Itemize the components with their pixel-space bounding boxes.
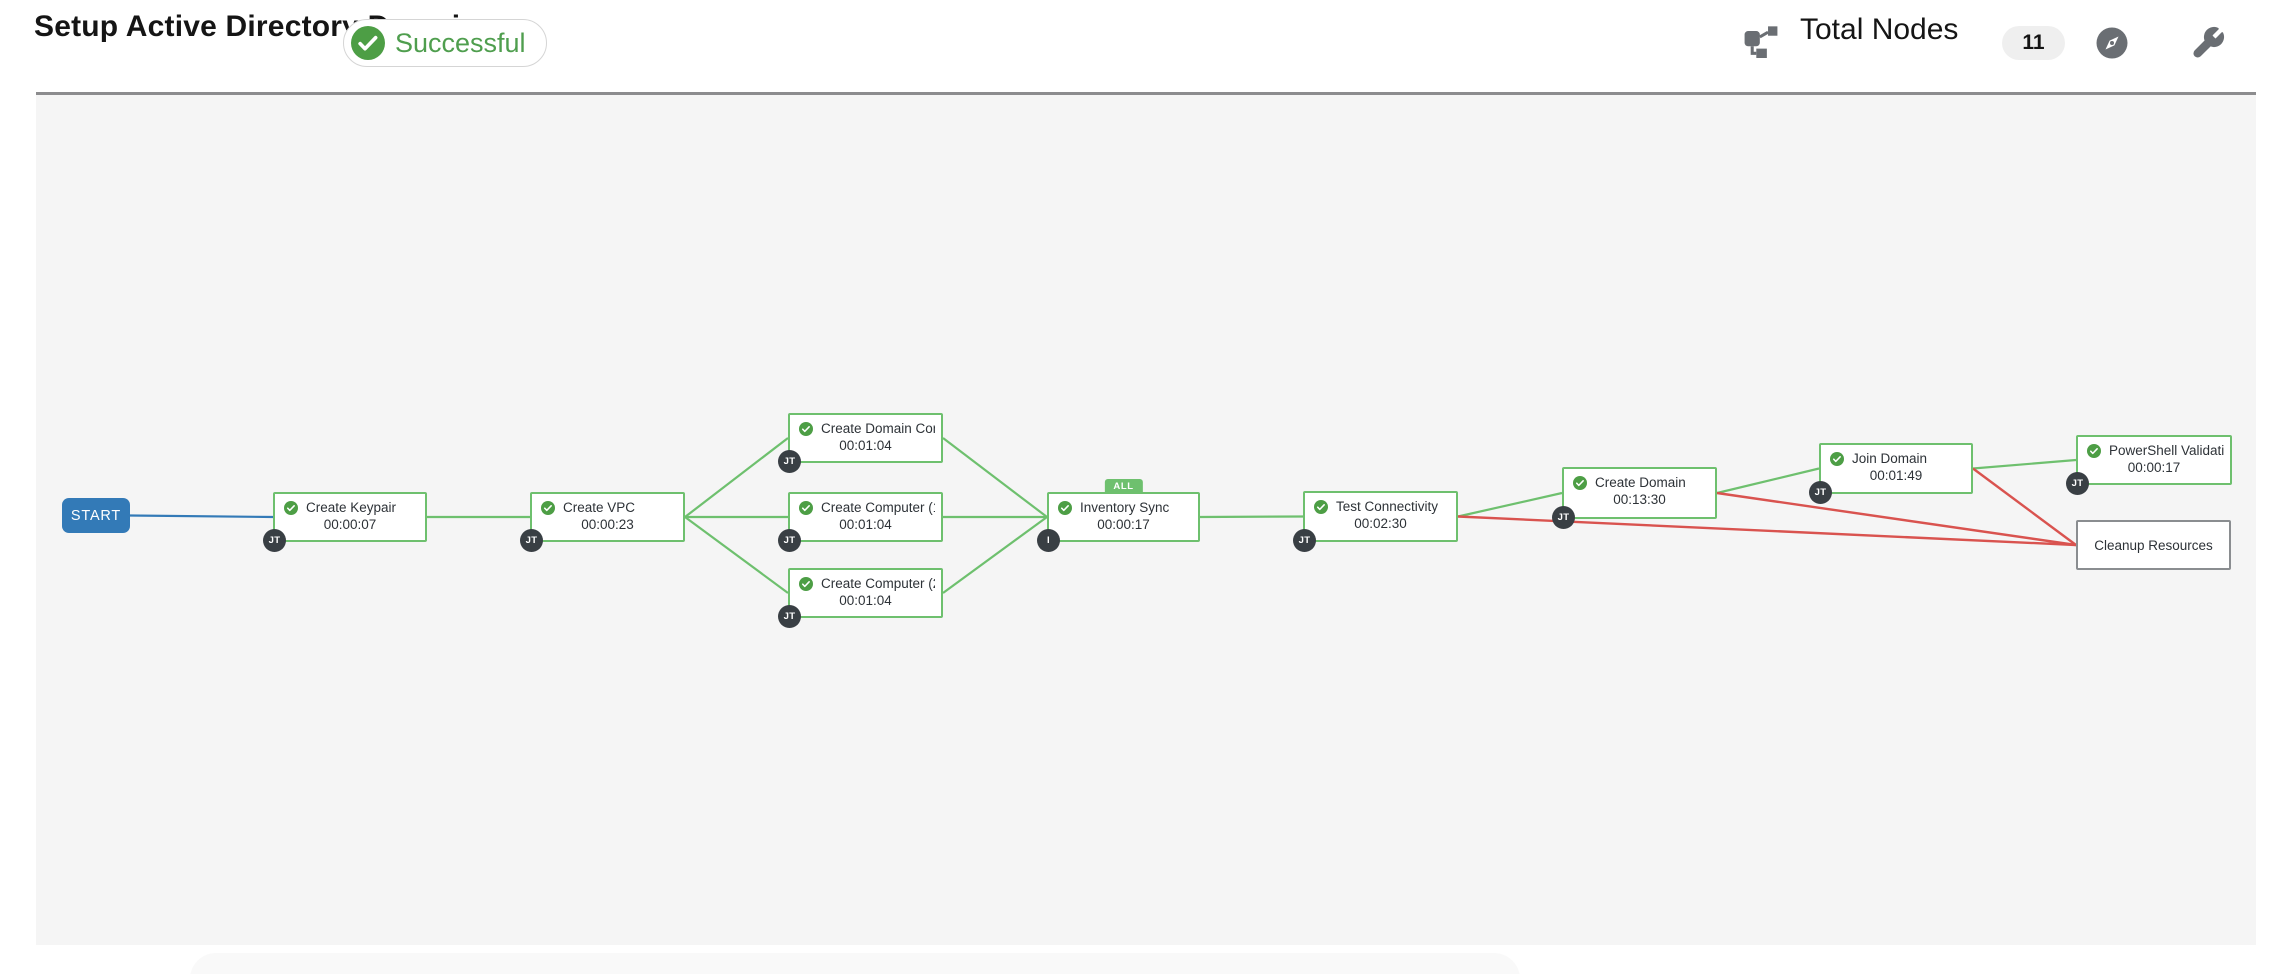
edge-start-to-create-keypair	[129, 514, 274, 519]
convergence-label: ALL	[1104, 479, 1143, 493]
node-elapsed-time: 00:01:49	[1869, 468, 1923, 483]
node-type-badge: JT	[263, 529, 286, 552]
node-elapsed-time: 00:01:04	[839, 517, 892, 532]
success-check-icon	[2087, 443, 2101, 458]
node-label: Create Domain Contr...	[821, 421, 935, 436]
status-badge: Successful	[343, 19, 547, 67]
node-label: Create Computer (1)	[821, 500, 935, 515]
success-check-icon	[799, 576, 813, 591]
node-elapsed-time: 00:00:17	[2127, 460, 2181, 475]
node-label: PowerShell Validation	[2109, 443, 2224, 458]
edge-create-computer-2-to-inventory-sync	[942, 516, 1048, 594]
status-label: Successful	[395, 27, 526, 58]
success-check-icon	[799, 500, 813, 515]
node-elapsed-time: 00:13:30	[1613, 492, 1666, 507]
edge-create-domain-controller-to-inventory-sync	[942, 437, 1048, 518]
node-type-badge: JT	[778, 605, 801, 628]
node-elapsed-time: 00:01:04	[839, 438, 892, 453]
node-label: Join Domain	[1852, 451, 1928, 466]
node-label: Cleanup Resources	[2094, 537, 2213, 553]
node-elapsed-time: 00:02:30	[1354, 516, 1407, 531]
node-type-badge: I	[1037, 529, 1060, 552]
node-type-badge: JT	[2066, 472, 2089, 495]
node-type-badge: JT	[1809, 481, 1832, 504]
edge-create-vpc-to-create-computer-2	[684, 516, 789, 594]
edge-create-domain-to-cleanup-resources	[1716, 491, 2077, 547]
node-label: Test Connectivity	[1336, 499, 1439, 514]
node-label: Create VPC	[563, 500, 636, 515]
node-label: Create Domain	[1595, 475, 1686, 490]
node-label: Create Keypair	[306, 500, 397, 515]
node-type-badge: JT	[778, 450, 801, 473]
wrench-icon	[2193, 27, 2224, 58]
start-node[interactable]: START	[62, 498, 130, 533]
edge-test-connectivity-to-create-domain	[1457, 491, 1563, 518]
success-check-icon	[1573, 475, 1587, 490]
edge-create-vpc-to-create-domain-controller	[684, 437, 789, 518]
success-check-icon	[799, 421, 813, 436]
compass-icon	[2096, 27, 2128, 59]
success-check-icon	[284, 500, 298, 515]
node-elapsed-time: 00:00:07	[323, 517, 377, 532]
edge-join-domain-to-cleanup-resources	[1972, 467, 2077, 546]
success-check-icon	[1830, 451, 1844, 466]
legend-button[interactable]	[2096, 27, 2128, 59]
workflow-hierarchy-icon	[1744, 26, 1778, 58]
node-type-badge: JT	[1293, 529, 1316, 552]
tools-button[interactable]	[2189, 25, 2227, 61]
node-elapsed-time: 00:00:23	[581, 517, 634, 532]
node-label: Inventory Sync	[1080, 500, 1170, 515]
success-check-icon	[1314, 499, 1328, 514]
node-type-badge: JT	[520, 529, 543, 552]
node-type-badge: JT	[1552, 506, 1575, 529]
node-label: Create Computer (2)	[821, 576, 935, 591]
edge-create-domain-to-join-domain	[1716, 467, 1820, 495]
total-nodes-label: Total Nodes	[1800, 13, 1959, 46]
total-nodes-count: 11	[2002, 26, 2065, 60]
node-type-badge: JT	[778, 529, 801, 552]
node-elapsed-time: 00:01:04	[839, 593, 892, 608]
success-check-icon	[541, 500, 555, 515]
node-elapsed-time: 00:00:17	[1097, 517, 1150, 532]
edge-inventory-sync-to-test-connectivity	[1199, 515, 1304, 519]
success-check-icon	[1058, 500, 1072, 515]
check-circle-icon	[351, 26, 385, 60]
bottom-panel-hint	[190, 953, 1520, 974]
edge-join-domain-to-powershell-validation	[1972, 458, 2077, 470]
header-divider	[36, 92, 2256, 95]
start-label: START	[70, 507, 122, 524]
workflow-node-cleanup-resources[interactable]: Cleanup Resources	[2076, 520, 2231, 570]
